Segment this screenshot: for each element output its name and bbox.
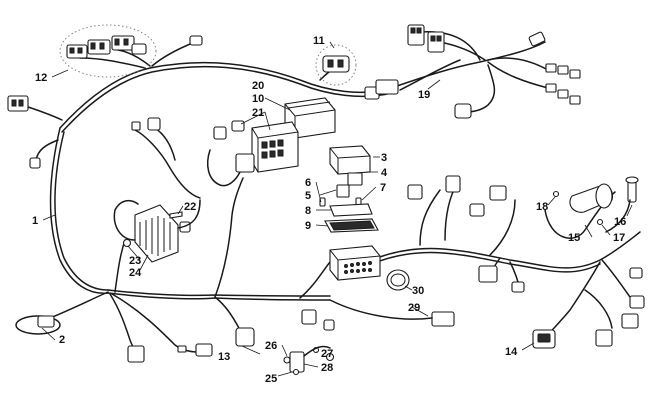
connector-icon	[213, 126, 227, 140]
bracket-hardware	[283, 346, 335, 376]
callout-4: 4	[381, 167, 388, 179]
connector-icon	[323, 319, 335, 331]
connector-icon	[629, 295, 645, 309]
junction-box	[329, 245, 381, 281]
callout-30: 30	[412, 285, 424, 297]
regulator-24	[122, 204, 191, 263]
connector-icon	[469, 203, 485, 217]
bracket-28	[289, 351, 305, 373]
connector-icon	[489, 185, 507, 201]
connector-13	[235, 327, 255, 347]
callout-8: 8	[305, 205, 311, 217]
connector-icon	[621, 313, 639, 329]
relay-5	[336, 184, 350, 198]
callout-5: 5	[305, 190, 311, 202]
callout-19: 19	[418, 89, 430, 101]
callout-26: 26	[265, 340, 277, 352]
callout-15: 15	[568, 232, 580, 244]
leader-lines	[41, 41, 633, 377]
screw-25	[292, 368, 300, 376]
callout-17: 17	[613, 232, 625, 244]
connector-icon	[147, 117, 161, 131]
callout-11: 11	[313, 35, 325, 47]
callout-2: 2	[59, 334, 65, 346]
connector-icon	[301, 309, 317, 325]
screw-17	[596, 218, 604, 226]
cover-2	[15, 315, 61, 335]
connector-group-12	[59, 24, 203, 78]
screw-22	[169, 211, 183, 219]
connector-icon	[131, 43, 147, 55]
relay-4	[347, 172, 363, 186]
fuse-strip-8	[329, 203, 373, 217]
callout-13: 13	[218, 351, 230, 363]
connector-11	[315, 44, 399, 100]
connector-icon	[235, 153, 255, 173]
callout-24: 24	[129, 267, 142, 279]
callout-29: 29	[408, 302, 420, 314]
callout-14: 14	[505, 346, 518, 358]
callout-27: 27	[321, 348, 333, 360]
connector-icon	[231, 120, 245, 132]
callout-10: 10	[252, 93, 264, 105]
screw-26	[283, 356, 291, 364]
connector-2	[37, 315, 55, 328]
connector-icon	[407, 184, 423, 200]
callout-labels: 1 2 3 4 5 6 7 8 9 10 11 12 13 14 15 16 1…	[32, 35, 626, 385]
callout-22: 22	[184, 201, 196, 213]
connector-icon	[7, 95, 29, 112]
connector-29	[431, 311, 455, 327]
callout-25: 25	[265, 373, 277, 385]
connector-icon	[127, 345, 145, 363]
left-branches	[19, 41, 244, 357]
group-outline	[59, 24, 157, 78]
fuse-6	[319, 197, 326, 207]
callout-28: 28	[321, 362, 333, 374]
callout-1: 1	[32, 215, 38, 227]
connector-icon	[629, 267, 643, 279]
connector-icon	[29, 157, 41, 169]
relay-parts	[319, 145, 379, 233]
callout-6: 6	[305, 177, 311, 189]
callout-12: 12	[35, 72, 47, 84]
relay-cover-3	[329, 145, 371, 175]
callout-23: 23	[129, 255, 141, 267]
callout-9: 9	[305, 220, 311, 232]
connector-icon	[595, 329, 613, 347]
screw-18	[552, 190, 560, 198]
connector-icon	[131, 121, 141, 131]
connector-icon	[189, 35, 203, 46]
grommet-30	[386, 269, 410, 291]
callout-21: 21	[252, 107, 264, 119]
connector-icon	[445, 175, 461, 193]
connector-group-19	[407, 24, 581, 119]
callout-3: 3	[381, 152, 387, 164]
nut-23	[122, 238, 132, 248]
callout-16: 16	[614, 216, 626, 228]
connector-icon	[478, 265, 498, 283]
callout-7: 7	[380, 182, 386, 194]
connector-icon	[195, 343, 213, 357]
callout-20: 20	[252, 80, 264, 92]
sensor-15	[552, 176, 639, 226]
connector-icon	[511, 281, 525, 293]
callout-18: 18	[536, 201, 548, 213]
fuse-block-21	[251, 121, 299, 173]
